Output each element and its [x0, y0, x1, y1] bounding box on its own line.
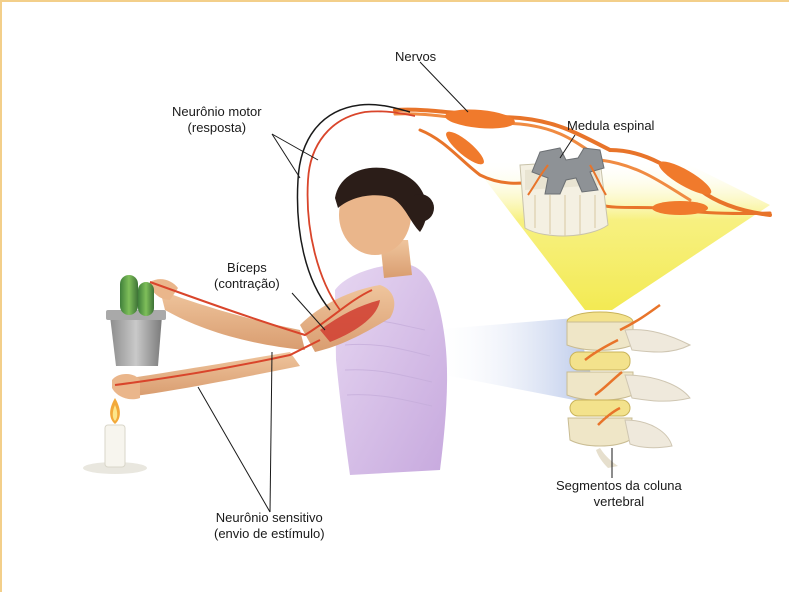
motor-line2: (resposta)	[172, 120, 262, 136]
label-nervos: Nervos	[395, 49, 436, 65]
nervos-text: Nervos	[395, 49, 436, 64]
woman-figure	[112, 168, 447, 475]
label-neuronio-motor: Neurônio motor (resposta)	[172, 104, 262, 136]
spinal-cord-section	[520, 148, 608, 236]
biceps-line2: (contração)	[214, 276, 280, 292]
segmentos-line2: vertebral	[556, 494, 682, 510]
motor-line1: Neurônio motor	[172, 104, 262, 120]
label-segmentos-coluna: Segmentos da coluna vertebral	[556, 478, 682, 510]
vertebral-column	[567, 305, 690, 468]
label-biceps: Bíceps (contração)	[214, 260, 280, 292]
label-medula-espinal: Medula espinal	[567, 118, 654, 134]
candle	[83, 398, 147, 474]
medula-text: Medula espinal	[567, 118, 654, 133]
label-neuronio-sensitivo: Neurônio sensitivo (envio de estímulo)	[214, 510, 325, 542]
sensitivo-line2: (envio de estímulo)	[214, 526, 325, 542]
biceps-line1: Bíceps	[214, 260, 280, 276]
sensitivo-line1: Neurônio sensitivo	[214, 510, 325, 526]
segmentos-line1: Segmentos da coluna	[556, 478, 682, 494]
